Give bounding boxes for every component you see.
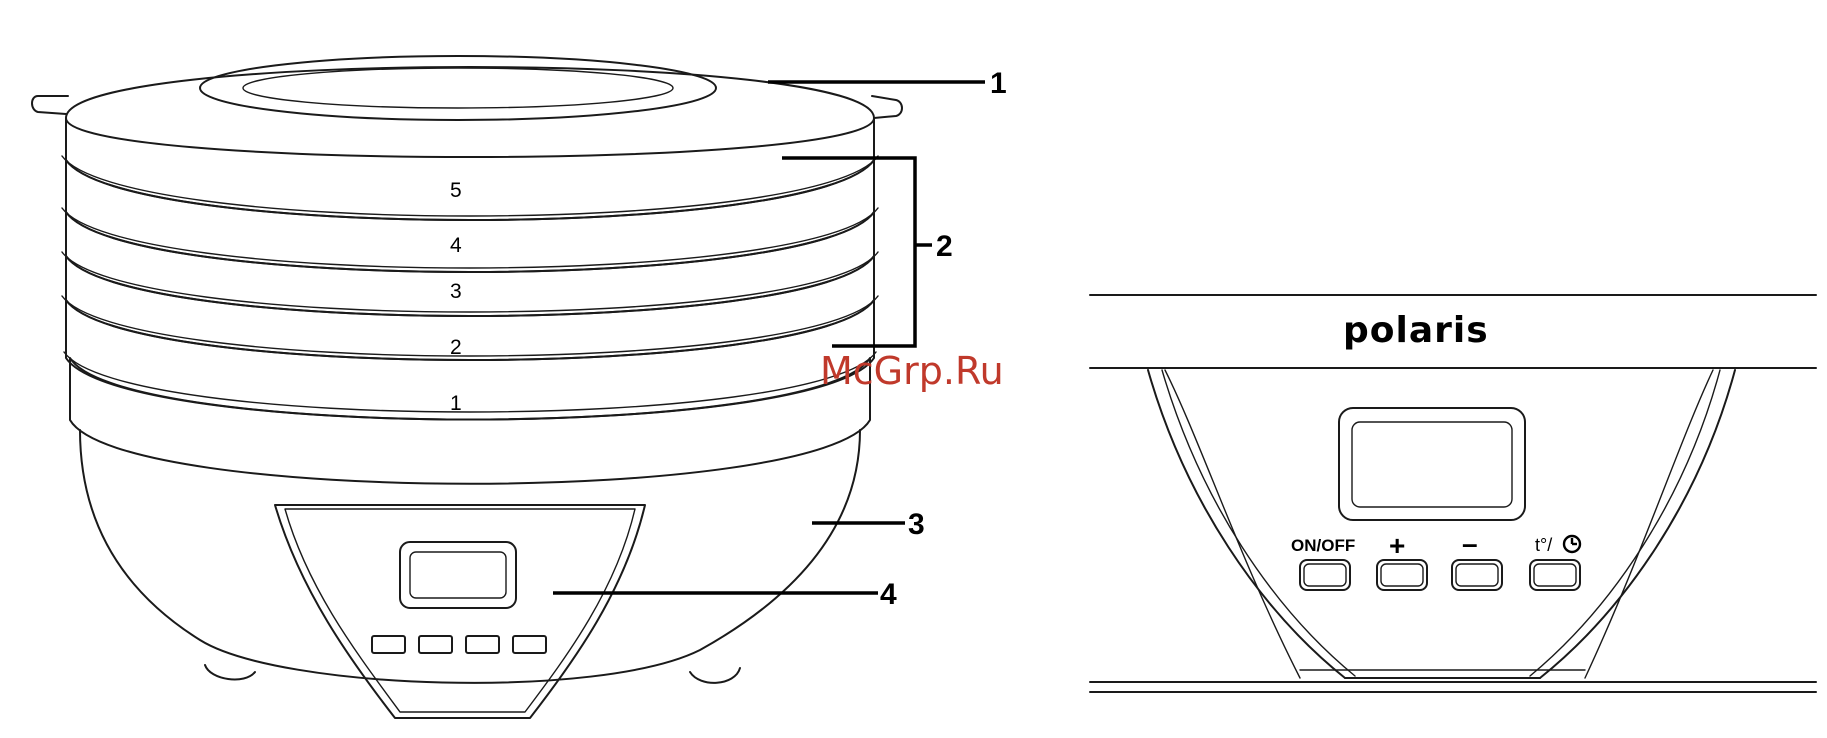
minus-label: – bbox=[1462, 528, 1478, 559]
temp-timer-button-inner bbox=[1534, 564, 1576, 586]
lid-vent-inner bbox=[243, 68, 673, 108]
lid-side bbox=[66, 118, 874, 220]
plus-label: + bbox=[1389, 530, 1405, 561]
tray-number-2: 2 bbox=[450, 336, 462, 359]
housing-left-edge bbox=[1165, 370, 1300, 678]
callout-lid: 1 bbox=[990, 67, 1007, 100]
on-off-label: ON/OFF bbox=[1291, 536, 1355, 555]
plus-button-inner bbox=[1381, 564, 1423, 586]
closeup-display-inner bbox=[1352, 422, 1512, 507]
control-panel-inner bbox=[285, 509, 635, 712]
tray-1 bbox=[70, 358, 870, 484]
tray-number-1: 1 bbox=[450, 392, 462, 415]
callout-control-panel: 4 bbox=[880, 578, 897, 611]
mini-button-4 bbox=[513, 636, 546, 653]
tray-4 bbox=[66, 212, 874, 316]
tray-2-rim bbox=[62, 296, 878, 356]
tray-number-4: 4 bbox=[450, 234, 462, 257]
base-body bbox=[80, 430, 860, 683]
lid-vent-outer bbox=[200, 56, 716, 120]
clock-icon bbox=[1564, 536, 1580, 552]
tray-3-rim bbox=[62, 252, 878, 312]
housing-right-inner bbox=[1530, 370, 1720, 676]
tray-number-5: 5 bbox=[450, 179, 462, 202]
closeup-display-outer bbox=[1339, 408, 1525, 520]
lid-handle-left bbox=[32, 96, 68, 114]
minus-button-inner bbox=[1456, 564, 1498, 586]
temp-timer-label: t°/ bbox=[1535, 535, 1552, 555]
lid-top bbox=[66, 67, 874, 157]
brand-logo: polaris bbox=[1343, 310, 1489, 351]
base-foot-left bbox=[205, 665, 255, 679]
housing-right-edge bbox=[1585, 370, 1713, 678]
mini-button-3 bbox=[466, 636, 499, 653]
callout-trays: 2 bbox=[936, 230, 953, 263]
control-panel-closeup: polaris ON/OFF + – t°/ bbox=[1090, 295, 1816, 692]
display-inner bbox=[410, 552, 506, 598]
callout-base: 3 bbox=[908, 508, 925, 541]
housing-left-inner bbox=[1162, 370, 1355, 676]
on-off-button-inner bbox=[1304, 564, 1346, 586]
tray-5-rim bbox=[62, 156, 878, 216]
mini-button-2 bbox=[419, 636, 452, 653]
watermark-text: McGrp.Ru bbox=[820, 349, 1004, 393]
tray-number-3: 3 bbox=[450, 280, 462, 303]
mini-button-1 bbox=[372, 636, 405, 653]
base-foot-right bbox=[690, 668, 740, 683]
tray-4-rim bbox=[62, 208, 878, 268]
lid-handle-right bbox=[872, 96, 902, 118]
